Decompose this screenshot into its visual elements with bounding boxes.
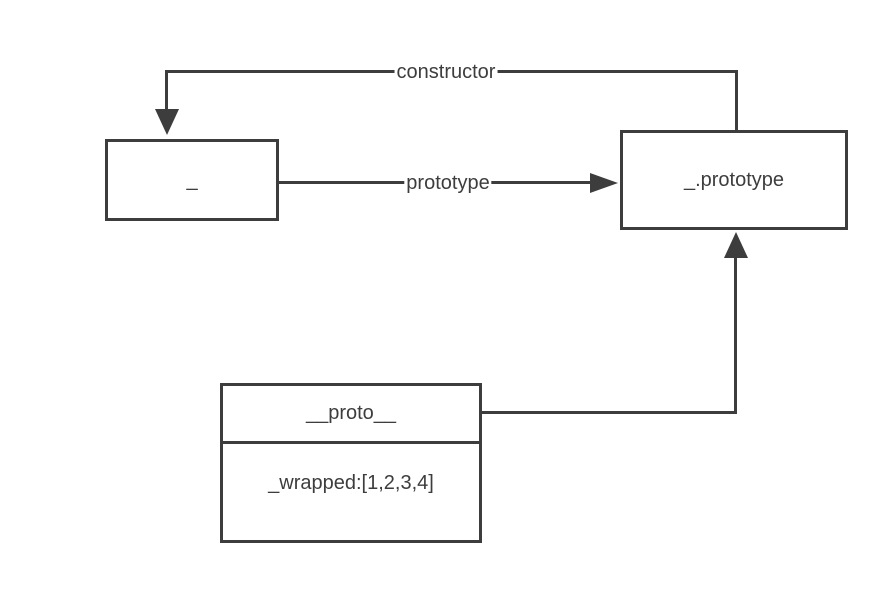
proto-link-horizontal-line [481, 411, 737, 414]
node-underscore-label: _ [186, 168, 198, 191]
constructor-edge-label: constructor [394, 60, 498, 84]
constructor-arrowhead-down-icon [155, 109, 179, 135]
node-wrapper-instance: __proto__ _wrapped:[1,2,3,4] [220, 383, 482, 543]
prototype-arrowhead-right-icon [590, 173, 618, 193]
prototype-edge-label: prototype [404, 171, 492, 195]
wrapper-instance-wrapped-label: _wrapped:[1,2,3,4] [268, 472, 434, 494]
proto-link-vertical-line [734, 256, 737, 414]
proto-link-arrowhead-up-icon [724, 232, 748, 258]
constructor-edge-right-line [735, 70, 738, 132]
node-prototype-object: _.prototype [620, 130, 848, 230]
wrapper-instance-proto-label: __proto__ [305, 402, 397, 424]
node-prototype-object-label: _.prototype [683, 168, 785, 191]
constructor-edge-left-line [165, 70, 168, 112]
wrapper-instance-wrapped-field: _wrapped:[1,2,3,4] [223, 444, 479, 537]
wrapper-instance-proto-field: __proto__ [223, 386, 479, 444]
node-underscore: _ [105, 139, 279, 221]
